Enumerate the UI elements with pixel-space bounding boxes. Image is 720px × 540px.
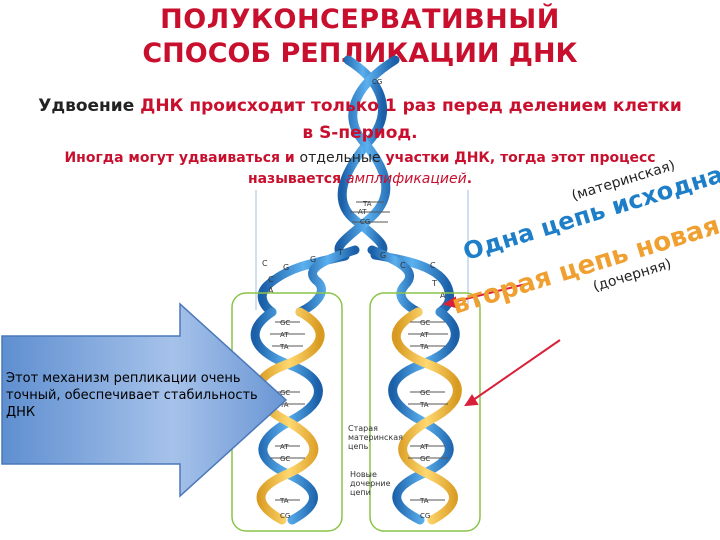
svg-text:T: T <box>337 248 343 257</box>
page-title-line-1: ПОЛУКОНСЕРВАТИВНЫЙ <box>160 4 560 35</box>
text-line-3-part-c: участки ДНК, тогда этот процесс <box>380 150 656 166</box>
svg-text:AT: AT <box>420 331 429 339</box>
svg-text:GC: GC <box>420 389 430 397</box>
svg-text:A: A <box>268 286 274 295</box>
svg-text:TA: TA <box>419 401 429 409</box>
svg-text:T: T <box>431 279 437 288</box>
parental-helix: TA AT CG CG <box>334 55 400 261</box>
daughter-box-right <box>369 292 481 532</box>
svg-text:G: G <box>380 251 386 260</box>
callout-text: Этот механизм репликации очень точный, о… <box>6 371 258 420</box>
svg-text:TA: TA <box>279 401 289 409</box>
text-line-4-part-a: называется <box>247 171 346 187</box>
text-line-4: называется амплификацией. <box>0 171 720 187</box>
svg-text:AT: AT <box>280 331 289 339</box>
svg-text:C: C <box>400 261 406 270</box>
svg-text:A: A <box>440 291 446 300</box>
label-new-strands: Новые дочерние цепи <box>350 470 391 497</box>
svg-text:TA: TA <box>279 497 289 505</box>
text-line-4-term: амплификацией <box>345 171 467 187</box>
svg-text:GC: GC <box>280 389 290 397</box>
text-line-3: Иногда могут удваиваться и отдельные уча… <box>0 150 720 166</box>
svg-text:AT: AT <box>280 443 289 451</box>
svg-text:TA: TA <box>279 343 289 351</box>
text-line-1-part-b: ДНК происходит только 1 раз перед делени… <box>140 96 682 116</box>
text-line-1-part-a: Удвоение <box>38 96 141 116</box>
svg-text:TA: TA <box>419 343 429 351</box>
svg-text:AT: AT <box>358 208 367 216</box>
svg-text:C: C <box>262 259 268 268</box>
replication-fork: C G C G T G C C T A A <box>257 245 455 317</box>
text-line-4-part-c: . <box>466 171 473 187</box>
svg-text:GC: GC <box>280 455 290 463</box>
svg-text:AT: AT <box>420 443 429 451</box>
svg-text:TA: TA <box>362 200 372 208</box>
daughter-helix-left: GC AT TA GC TA AT GC TA CG <box>250 307 325 525</box>
text-line-3-part-a: Иногда могут удваиваться и <box>64 150 300 166</box>
svg-text:G: G <box>310 255 316 264</box>
svg-text:C: C <box>430 261 436 270</box>
svg-text:CG: CG <box>360 218 370 226</box>
svg-text:GC: GC <box>280 319 290 327</box>
callout-arrow <box>1 302 288 498</box>
svg-text:TA: TA <box>419 497 429 505</box>
text-line-1: Удвоение ДНК происходит только 1 раз пер… <box>0 96 720 116</box>
svg-text:CG: CG <box>280 512 290 520</box>
svg-text:CG: CG <box>420 512 430 520</box>
text-line-2: в S-период. <box>302 123 418 143</box>
svg-text:C: C <box>268 275 274 284</box>
label-old-strand: Старая материнская цепь <box>348 424 403 451</box>
svg-text:GC: GC <box>420 319 430 327</box>
svg-text:GC: GC <box>420 455 430 463</box>
svg-text:G: G <box>283 263 289 272</box>
svg-text:CG: CG <box>372 78 382 86</box>
daughter-helix-right: GC AT TA GC TA AT GC TA CG <box>388 307 462 525</box>
text-line-3-part-b: отдельные <box>299 150 381 166</box>
pointer-arrows <box>442 282 561 407</box>
